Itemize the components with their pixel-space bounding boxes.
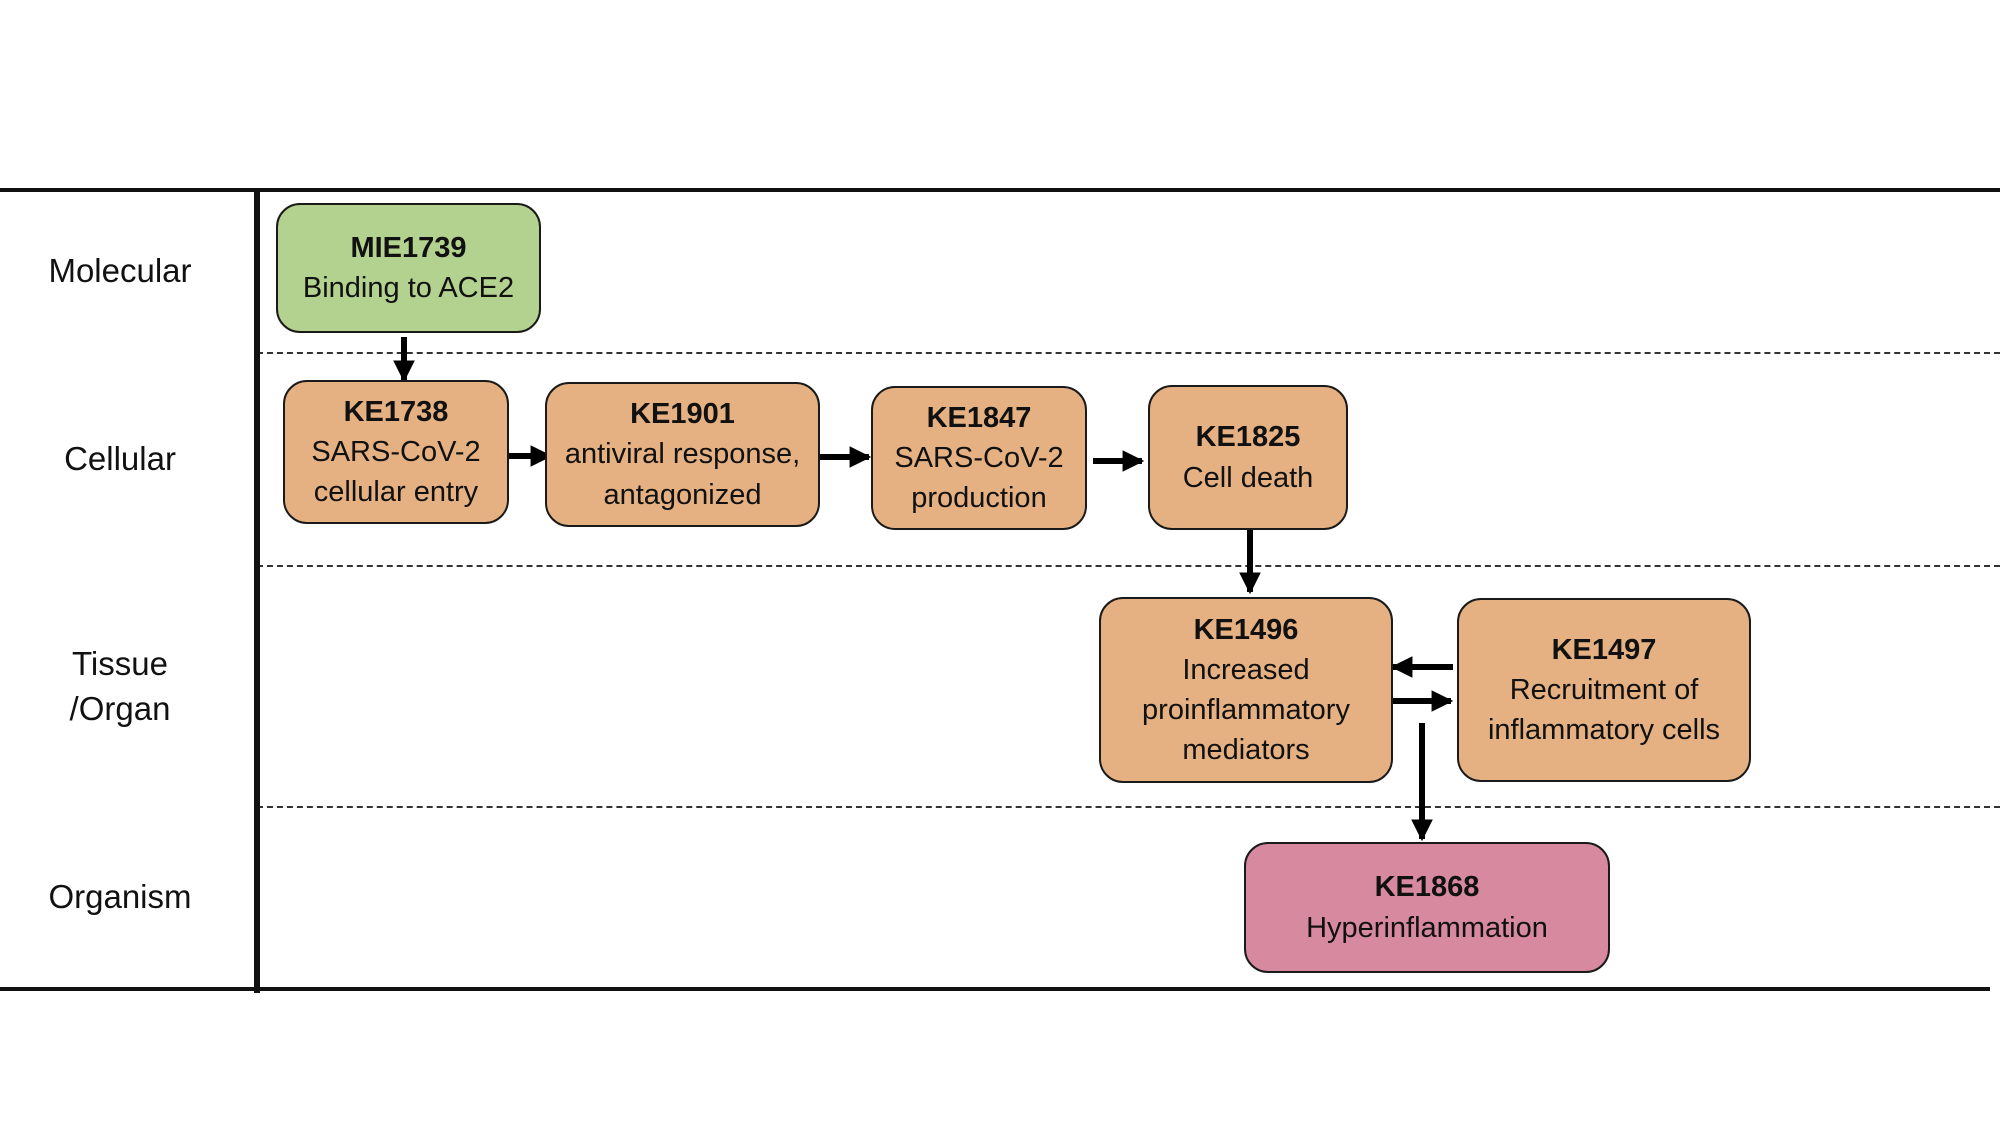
molecular-cellular-divider [257, 352, 2000, 354]
level-label-tissue-organ: Tissue /Organ [69, 644, 171, 727]
node-id: KE1496 [1193, 613, 1299, 646]
node-label: SARS-CoV-2 cellular entry [311, 435, 481, 508]
top-border-line [0, 188, 2000, 192]
level-axis-line [254, 190, 260, 993]
node-ke1496: KE1496 Increased proinflammatory mediato… [1099, 597, 1393, 783]
level-label-organism: Organism [48, 878, 192, 916]
node-label: antiviral response, antagonized [564, 438, 801, 511]
node-ke1497: KE1497 Recruitment of inflammatory cells [1457, 598, 1751, 782]
cellular-tissue-divider [257, 565, 2000, 567]
node-label: Increased proinflammatory mediators [1142, 653, 1350, 767]
node-id: KE1847 [926, 401, 1032, 434]
node-ke1847: KE1847 SARS-CoV-2 production [871, 386, 1087, 530]
node-label: Binding to ACE2 [302, 272, 515, 304]
node-id: MIE1739 [350, 231, 467, 264]
node-ke1901: KE1901 antiviral response, antagonized [545, 382, 820, 527]
node-label: Cell death [1182, 461, 1314, 494]
node-id: KE1901 [630, 398, 735, 431]
bottom-border-line [0, 987, 1990, 991]
node-label: SARS-CoV-2 production [894, 441, 1064, 514]
node-label: Recruitment of inflammatory cells [1487, 673, 1721, 746]
node-ke1825: KE1825 Cell death [1148, 385, 1348, 530]
level-label-cellular: Cellular [64, 440, 176, 478]
node-label: Hyperinflammation [1306, 911, 1548, 944]
node-id: KE1868 [1374, 871, 1480, 904]
tissue-organism-divider [257, 806, 2000, 808]
level-label-molecular: Molecular [48, 251, 192, 289]
node-id: KE1738 [343, 395, 449, 428]
node-ke1738: KE1738 SARS-CoV-2 cellular entry [283, 380, 509, 524]
node-id: KE1825 [1195, 421, 1301, 454]
node-mie1739: MIE1739 Binding to ACE2 [276, 203, 541, 333]
node-id: KE1497 [1551, 633, 1657, 666]
node-ke1868: KE1868 Hyperinflammation [1244, 842, 1610, 973]
